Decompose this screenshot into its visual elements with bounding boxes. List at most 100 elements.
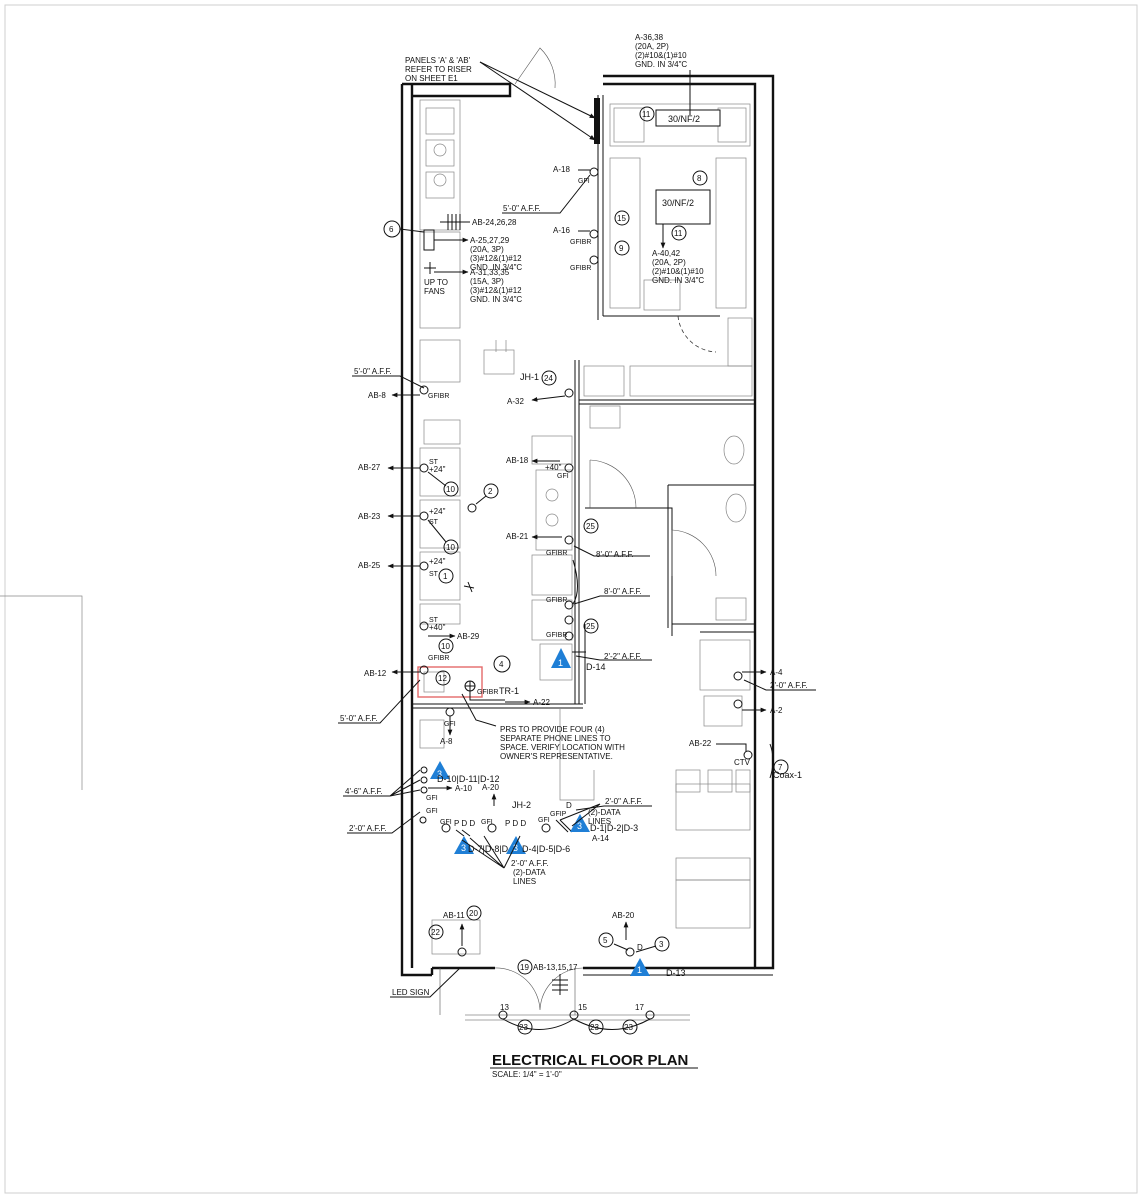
- svg-text:A-31,33,35: A-31,33,35: [470, 268, 510, 277]
- svg-text:GFIBR: GFIBR: [546, 597, 567, 604]
- svg-text:+24": +24": [429, 557, 446, 566]
- svg-text:4'-6" A.F.F.: 4'-6" A.F.F.: [345, 787, 383, 796]
- svg-text:A-8: A-8: [440, 737, 453, 746]
- svg-text:A-14: A-14: [592, 834, 609, 843]
- svg-text:GFIBR: GFIBR: [546, 550, 567, 557]
- svg-text:19: 19: [520, 963, 529, 972]
- svg-text:(2)#10&(1)#10: (2)#10&(1)#10: [635, 51, 687, 60]
- disconnect-top-label: 30/NF/2: [668, 114, 700, 124]
- svg-text:10: 10: [441, 642, 450, 651]
- svg-text:(2)-DATA: (2)-DATA: [513, 868, 546, 877]
- circuit-ab27: AB-27 ST +24" 10: [358, 459, 459, 497]
- svg-text:4: 4: [499, 660, 504, 669]
- svg-text:3: 3: [659, 940, 664, 949]
- svg-text:LINES: LINES: [588, 817, 611, 826]
- device-jh1: JH-1 24 A-32: [507, 370, 574, 406]
- svg-text:AB-25: AB-25: [358, 561, 381, 570]
- circuit-ab24: AB-24,26,28: [440, 214, 517, 230]
- svg-text:JH-1: JH-1: [520, 372, 539, 382]
- svg-text:REFER TO RISER: REFER TO RISER: [405, 65, 472, 74]
- disconnect-top: [655, 109, 721, 127]
- data-d10-group: 3 D-10|D-11|D-12 A-10 GFI: [420, 761, 500, 802]
- svg-text:A-22: A-22: [533, 698, 550, 707]
- svg-text:AB-29: AB-29: [457, 632, 480, 641]
- circuit-ab20: AB-20 5 3 D 1 D-13: [598, 911, 686, 978]
- circuit-a20: A-20 JH-2: [482, 783, 531, 810]
- svg-text:AB-23: AB-23: [358, 512, 381, 521]
- led-sign-note: LED SIGN: [390, 967, 461, 998]
- svg-text:A-10: A-10: [455, 784, 472, 793]
- svg-text:AB-18: AB-18: [506, 456, 529, 465]
- svg-text:(20A, 2P): (20A, 2P): [635, 42, 669, 51]
- note-4ft6: 4'-6" A.F.F.: [343, 769, 421, 797]
- svg-text:+40": +40": [429, 623, 446, 632]
- circuit-ab18: AB-18 +40" GFI: [506, 456, 574, 480]
- drawing-scale: SCALE: 1/4" = 1'-0": [492, 1070, 562, 1079]
- svg-text:2'-2" A.F.F.: 2'-2" A.F.F.: [604, 652, 642, 661]
- svg-text:A-4: A-4: [770, 668, 783, 677]
- svg-text:GFIBR: GFIBR: [570, 265, 591, 272]
- keynote-6: 6: [383, 220, 435, 251]
- svg-text:8'-0" A.F.F.: 8'-0" A.F.F.: [604, 587, 642, 596]
- svg-text:GFIBR: GFIBR: [477, 689, 498, 696]
- svg-text:SPACE. VERIFY LOCATION WITH: SPACE. VERIFY LOCATION WITH: [500, 743, 625, 752]
- note-feed-top: A-36,38 (20A, 2P) (2)#10&(1)#10 GND. IN …: [635, 33, 691, 115]
- svg-text:UP TO: UP TO: [424, 278, 448, 287]
- svg-text:(2)-DATA: (2)-DATA: [588, 808, 621, 817]
- note-prs: PRS TO PROVIDE FOUR (4) SEPARATE PHONE L…: [461, 693, 625, 761]
- svg-text:2'-0" A.F.F.: 2'-0" A.F.F.: [770, 681, 808, 690]
- svg-text:AB-24,26,28: AB-24,26,28: [472, 218, 517, 227]
- data-d1-group: GFI GFIP D 3 D-1|D-2|D-3 A-14 2'-0" A.F.…: [538, 797, 652, 843]
- note-5ft-lower: 5'-0" A.F.F.: [338, 679, 421, 724]
- svg-text:1: 1: [558, 658, 563, 668]
- svg-text:3: 3: [461, 843, 466, 853]
- svg-text:SEPARATE PHONE LINES TO: SEPARATE PHONE LINES TO: [500, 734, 611, 743]
- svg-text:2'-0" A.F.F.: 2'-0" A.F.F.: [605, 797, 643, 806]
- svg-text:8: 8: [697, 174, 702, 183]
- svg-text:(20A, 2P): (20A, 2P): [652, 258, 686, 267]
- note-2ft-bottom: 2'-0" A.F.F. (2)-DATA LINES: [461, 835, 549, 886]
- svg-text:D-4|D-5|D-6: D-4|D-5|D-6: [522, 844, 570, 854]
- note-up-to-fans: UP TO FANS: [424, 262, 448, 296]
- circuit-ab8: AB-8 GFIBR: [368, 385, 449, 400]
- svg-text:(20A, 3P): (20A, 3P): [470, 245, 504, 254]
- margin-mark: [0, 595, 83, 790]
- svg-text:12: 12: [438, 674, 447, 683]
- svg-text:11: 11: [674, 229, 683, 238]
- svg-text:AB-21: AB-21: [506, 532, 529, 541]
- circuit-ab21: 25 AB-21 GFIBR 8'-0" A.F.F.: [506, 518, 650, 559]
- svg-text:ON SHEET E1: ON SHEET E1: [405, 74, 458, 83]
- circuit-ab29: ST +40" AB-29 10: [419, 617, 480, 654]
- svg-text:1: 1: [637, 965, 642, 975]
- svg-text:D-1|D-2|D-3: D-1|D-2|D-3: [590, 823, 638, 833]
- keynote-2: 2: [467, 483, 499, 513]
- svg-text:GFIP: GFIP: [550, 811, 567, 818]
- svg-text:7: 7: [778, 763, 783, 772]
- svg-text:D: D: [637, 943, 643, 952]
- svg-text:24: 24: [544, 374, 553, 383]
- circuit-ab25: AB-25 +24" ST 1: [358, 557, 475, 593]
- svg-text:15: 15: [617, 214, 626, 223]
- keynote-4: 4: [493, 655, 511, 673]
- svg-text:GND. IN 3/4"C: GND. IN 3/4"C: [652, 276, 704, 285]
- circuit-a4-a2: A-4 2'-0" A.F.F. A-2: [733, 668, 816, 715]
- svg-text:PANELS 'A' & 'AB': PANELS 'A' & 'AB': [405, 56, 471, 65]
- svg-text:20: 20: [469, 909, 478, 918]
- svg-text:D-14: D-14: [586, 662, 606, 672]
- svg-text:13: 13: [500, 1003, 509, 1012]
- svg-text:(3)#12&(1)#12: (3)#12&(1)#12: [470, 254, 522, 263]
- svg-text:2: 2: [488, 487, 493, 496]
- svg-text:GFI: GFI: [481, 819, 493, 826]
- svg-text:3: 3: [577, 821, 582, 831]
- svg-text:GFI: GFI: [538, 817, 550, 824]
- svg-text:Coax-1: Coax-1: [773, 770, 802, 780]
- svg-text:LED SIGN: LED SIGN: [392, 988, 430, 997]
- svg-text:D-10|D-11|D-12: D-10|D-11|D-12: [437, 774, 500, 784]
- drawing-title: ELECTRICAL FLOOR PLAN: [492, 1052, 688, 1069]
- svg-text:FANS: FANS: [424, 287, 445, 296]
- svg-text:+40": +40": [545, 463, 562, 472]
- svg-text:(15A, 3P): (15A, 3P): [470, 277, 504, 286]
- equipment-outlines: [417, 99, 753, 955]
- svg-text:GND. IN 3/4"C: GND. IN 3/4"C: [470, 295, 522, 304]
